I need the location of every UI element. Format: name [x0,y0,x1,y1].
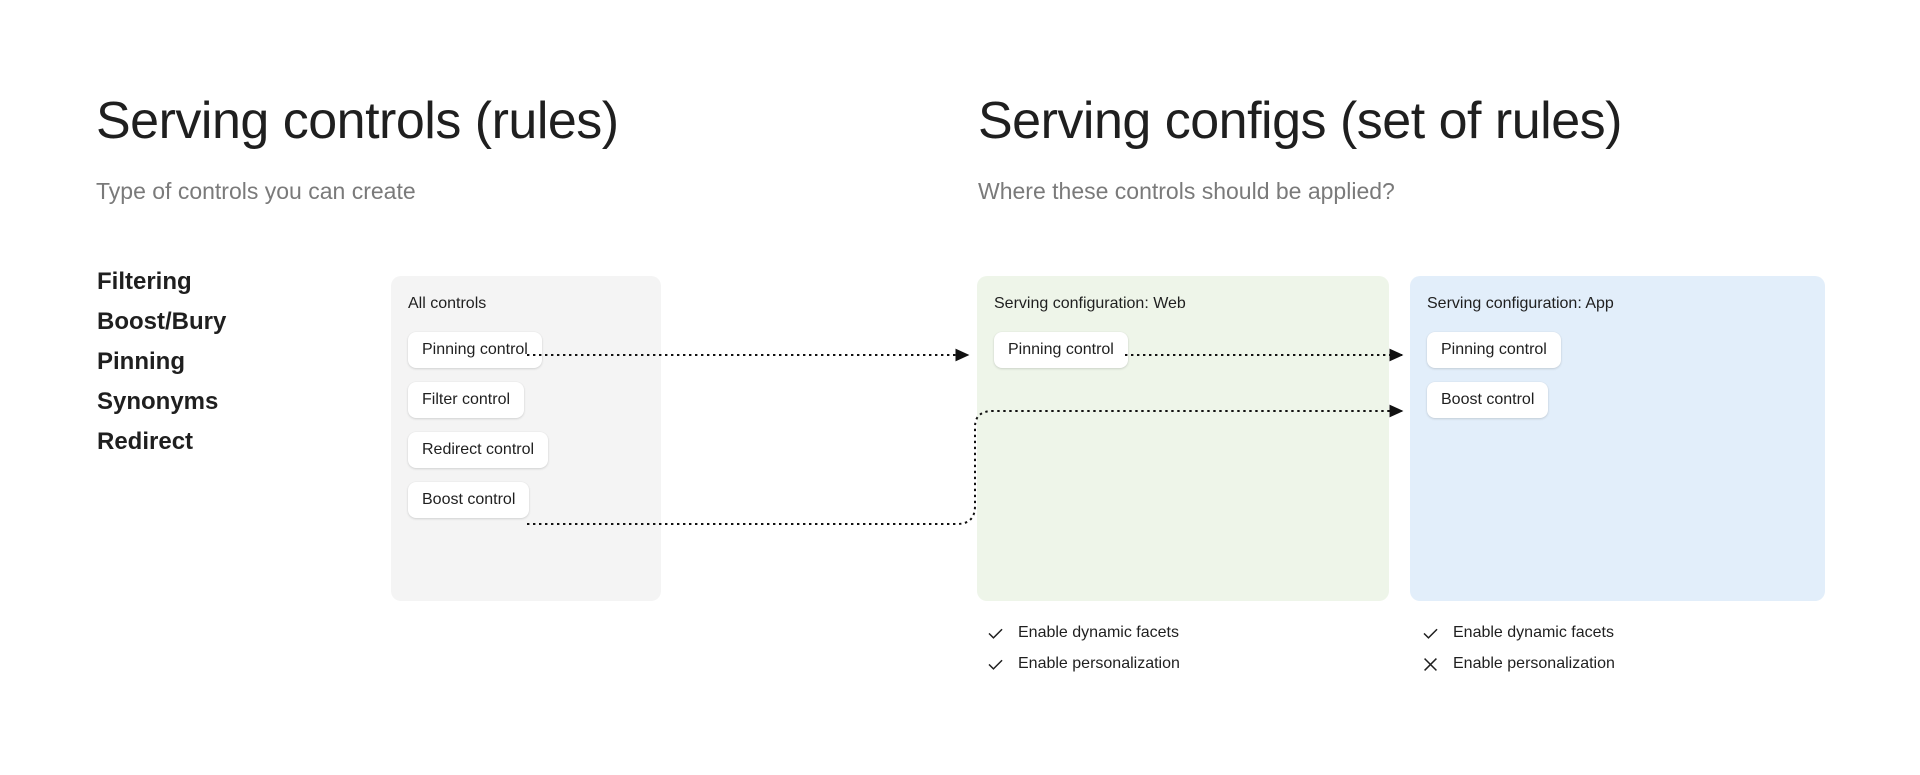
chip-pinning-control[interactable]: Pinning control [994,332,1128,368]
serving-config-web-chip-list: Pinning control [994,332,1128,368]
option-label: Enable personalization [1453,655,1615,672]
panel-all-controls: All controls Pinning control Filter cont… [391,276,661,601]
serving-config-app-options: Enable dynamic facets Enable personaliza… [1421,622,1615,675]
option-row-enable-personalization[interactable]: Enable personalization [1421,653,1615,675]
option-row-enable-dynamic-facets[interactable]: Enable dynamic facets [986,622,1180,644]
panel-all-controls-label: All controls [408,295,487,312]
option-label: Enable personalization [1018,655,1180,672]
chip-boost-control[interactable]: Boost control [1427,382,1549,418]
page-title-serving-controls: Serving controls (rules) [96,92,619,150]
panel-serving-config-web-label: Serving configuration: Web [994,295,1186,312]
check-icon [988,659,1003,670]
panel-serving-config-app-label: Serving configuration: App [1427,295,1614,312]
chip-boost-control[interactable]: Boost control [408,482,530,518]
control-type-pinning: Pinning [97,348,185,375]
control-type-redirect: Redirect [97,428,194,455]
chip-redirect-control[interactable]: Redirect control [408,432,549,468]
control-type-list: Filtering Boost/Bury Pinning Synonyms Re… [97,268,226,455]
option-row-enable-dynamic-facets[interactable]: Enable dynamic facets [1421,622,1615,644]
option-label: Enable dynamic facets [1018,624,1179,641]
control-type-boost-bury: Boost/Bury [97,308,227,335]
control-type-filtering: Filtering [97,268,192,295]
page-subtitle-serving-configs: Where these controls should be applied? [978,178,1395,204]
serving-config-web-options: Enable dynamic facets Enable personaliza… [986,622,1180,675]
chip-pinning-control[interactable]: Pinning control [408,332,542,368]
panel-serving-config-web: Serving configuration: Web Pinning contr… [977,276,1389,601]
chip-pinning-control[interactable]: Pinning control [1427,332,1561,368]
control-type-synonyms: Synonyms [97,388,219,415]
option-row-enable-personalization[interactable]: Enable personalization [986,653,1180,675]
option-label: Enable dynamic facets [1453,624,1614,641]
check-icon [988,628,1003,639]
serving-config-app-chip-list: Pinning control Boost control [1427,332,1561,418]
page-title-serving-configs: Serving configs (set of rules) [978,92,1622,150]
cross-icon [1424,657,1437,671]
chip-filter-control[interactable]: Filter control [408,382,525,418]
page-subtitle-serving-controls: Type of controls you can create [96,178,416,204]
panel-serving-config-app: Serving configuration: App Pinning contr… [1410,276,1825,601]
all-controls-chip-list: Pinning control Filter control Redirect … [408,332,549,518]
check-icon [1423,628,1438,639]
